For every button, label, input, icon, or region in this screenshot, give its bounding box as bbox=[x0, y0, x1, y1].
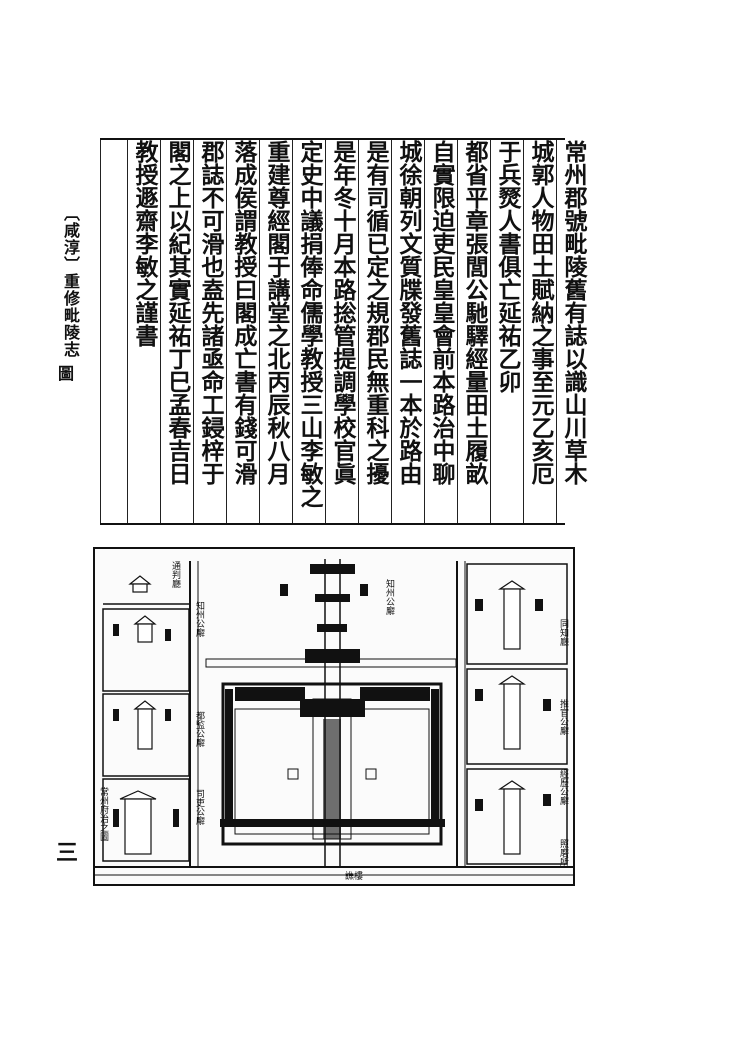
preface-column: 落成侯謂教授曰閣成亡書有錢可滑 bbox=[230, 140, 257, 485]
preface-column: 城郭人物田土賦納之事至元乙亥厄 bbox=[527, 140, 554, 485]
preface-column: 定史中議捐俸命儒學教授三山李敏之 bbox=[296, 140, 323, 508]
preface-frame bbox=[100, 138, 565, 525]
preface-column: 于兵燹人書俱亡延祐乙卯 bbox=[494, 140, 521, 393]
preface-column: 城徐朝列文質牒發舊誌一本於路由 bbox=[395, 140, 422, 485]
section-label: 圖 bbox=[58, 364, 75, 383]
map-label: 推官公廨 bbox=[558, 699, 568, 735]
preface-column: 是年冬十月本路捴管提調學校官眞 bbox=[329, 140, 356, 485]
preface-column: 是有司循已定之規郡民無重科之擾 bbox=[362, 140, 389, 485]
preface-column: 教授遯齋李敏之謹書 bbox=[131, 140, 158, 347]
map-label: 司吏公廨 bbox=[194, 789, 204, 825]
preface-column: 重建尊經閣于講堂之北丙辰秋八月 bbox=[263, 140, 290, 485]
preface-column: 自實限迫吏民皇皇會前本路治中聊 bbox=[428, 140, 455, 485]
map-label: 照磨所 bbox=[558, 839, 568, 866]
book-title-text: 〔咸淳〕重修毗陵志 bbox=[61, 205, 80, 358]
map-label: 譙樓 bbox=[345, 872, 364, 882]
map-label: 知州公廨 bbox=[194, 601, 204, 637]
map-label: 都監公廨 bbox=[194, 711, 204, 747]
preface-column: 閣之上以紀其實延祐丁巳孟春吉日 bbox=[164, 140, 191, 485]
map-label: 知州公廨 bbox=[384, 579, 394, 615]
preface-column: 都省平章張閭公馳驛經量田土履畝 bbox=[461, 140, 488, 485]
map-label: 常州府治之圖 bbox=[98, 787, 108, 841]
map-label: 同知廳 bbox=[558, 619, 568, 646]
book-title-margin: 〔咸淳〕重修毗陵志 bbox=[58, 205, 82, 358]
map-drawing bbox=[95, 559, 573, 876]
preface-column: 常州郡號毗陵舊有誌以識山川草木 bbox=[560, 140, 587, 485]
map-label: 通判廳 bbox=[170, 561, 180, 588]
map-label: 經歷公廨 bbox=[558, 769, 568, 805]
prefecture-map: 通判廳 知州公廨 都監公廨 司吏公廨 常州府治之圖 知州公廨 同知廳 推官公廨 … bbox=[93, 547, 575, 886]
page-number: 三 bbox=[56, 840, 79, 866]
preface-column: 郡誌不可滑也盍先諸亟命工鋟梓于 bbox=[197, 140, 224, 485]
